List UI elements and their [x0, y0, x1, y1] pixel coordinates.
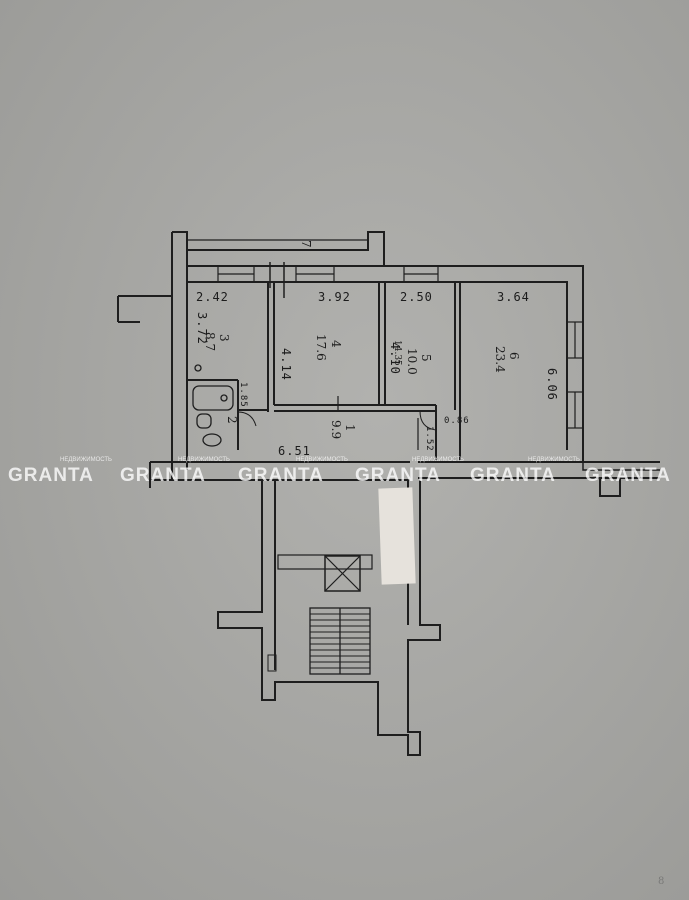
dim-width-room-6: 3.64	[497, 290, 530, 304]
watermark-4: GRANTA	[355, 465, 441, 486]
stairwell-outer	[217, 480, 441, 756]
dim-door-gap: 0.86	[444, 416, 470, 426]
watermark-1: GRANTA	[8, 465, 94, 486]
dim-width-room-4: 3.92	[318, 290, 351, 304]
watermark-6: GRANTA	[585, 465, 671, 486]
stair-steps	[310, 613, 370, 669]
dim-width-room-3: 2.42	[196, 290, 229, 304]
bathroom-fixtures	[192, 364, 234, 447]
bathroom-wall	[187, 379, 239, 450]
balcony-outline	[172, 231, 385, 266]
windows-right	[566, 321, 584, 429]
windows-top	[217, 265, 439, 283]
toilet	[202, 433, 222, 447]
outer-wall-bottom	[150, 461, 410, 481]
corner-pencil-mark: 8	[658, 876, 664, 887]
dim-corridor-nook: 1.52	[424, 426, 434, 452]
watermark-tagline-3: НЕДВИЖИМОСТЬ	[296, 457, 348, 463]
watermark-3: GRANTA	[238, 465, 324, 486]
stove-marker	[194, 364, 202, 372]
room-3-number: 3	[217, 334, 231, 342]
paper-tape	[378, 487, 416, 585]
room-5-area: 10.0	[405, 348, 419, 375]
left-stub-top	[117, 295, 172, 323]
room-1-number: 1	[343, 424, 357, 432]
watermark-tagline-4: НЕДВИЖИМОСТЬ	[412, 457, 464, 463]
dim-depth-room-3: 3.72	[195, 312, 209, 345]
watermark-5: GRANTA	[470, 465, 556, 486]
room-5-number: 5	[419, 354, 433, 362]
stair-window	[267, 654, 277, 672]
room-5-note: 14.35	[392, 340, 402, 366]
dim-depth-room-5: 4.10	[388, 342, 402, 375]
dim-width-room-5: 2.50	[400, 290, 433, 304]
dim-bathroom: 1.85	[238, 382, 248, 408]
watermark-tagline-1: НЕДВИЖИМОСТЬ	[60, 457, 112, 463]
room-6-area: 23.4	[493, 346, 507, 373]
watermark-tagline-2: НЕДВИЖИМОСТЬ	[178, 457, 230, 463]
room-6-number: 6	[507, 352, 521, 360]
watermark-tagline-5: НЕДВИЖИМОСТЬ	[528, 457, 580, 463]
room-2-number: 2	[225, 416, 239, 424]
dim-depth-room-6: 6.06	[545, 368, 559, 401]
dim-corridor-length: 6.51	[278, 444, 311, 458]
bath-drain	[220, 394, 228, 402]
room-1-area: 9.9	[329, 420, 343, 439]
room-4-area: 17.6	[314, 334, 328, 361]
watermark-strip: GRANTA GRANTA GRANTA GRANTA GRANTA GRANT…	[8, 457, 671, 486]
room-4-number: 4	[329, 340, 343, 348]
dim-depth-room-4: 4.14	[279, 348, 293, 381]
room-3-area: 8.7	[203, 332, 217, 351]
corridor-wall-top	[274, 404, 436, 412]
right-stub-bottom	[599, 478, 621, 497]
apartment-walls	[117, 231, 660, 497]
balcony-number: 7	[299, 240, 313, 248]
elevator-shaft	[324, 555, 361, 592]
bathtub	[192, 385, 234, 411]
sink	[196, 413, 212, 429]
watermark-2: GRANTA	[120, 465, 206, 486]
